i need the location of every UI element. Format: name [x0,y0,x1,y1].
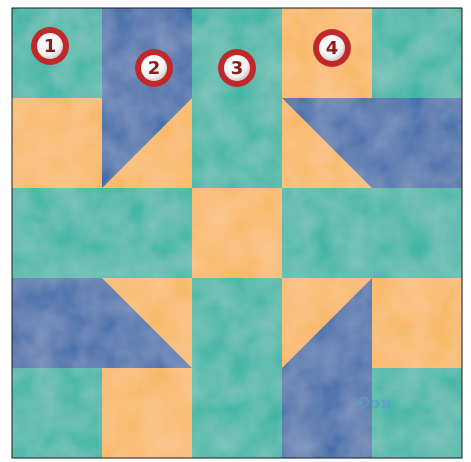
quilt-cell-teal [192,278,282,368]
quilt-cell-blue [372,98,462,188]
quilt-logo-icon: ©ᴐᴚ [356,394,392,412]
quilt-cell-teal [192,368,282,458]
quilt-cell-blue [12,278,102,368]
quilt-cell-teal [192,98,282,188]
quilt-cell-orange [192,188,282,278]
marker-label: 3 [231,58,244,79]
quilt-cell-teal [372,368,462,458]
quilt-cell-teal [102,188,192,278]
quilt-cell-orange [102,368,192,458]
quilt-cell-orange [372,278,462,368]
quilt-cell-teal [12,188,102,278]
quilt-cell-blue [282,368,372,458]
marker-badge-2: 2 [135,49,173,87]
quilt-cell-teal [372,8,462,98]
marker-label: 1 [44,36,57,57]
quilt-cell-teal [282,188,372,278]
marker-label: 2 [148,58,161,79]
quilt-cell-teal [12,368,102,458]
marker-badge-1: 1 [31,27,69,65]
marker-badge-3: 3 [218,49,256,87]
marker-label: 4 [326,38,339,59]
quilt-cell-teal [372,188,462,278]
logo-text: ©ᴐᴚ [356,394,392,412]
marker-badge-4: 4 [313,29,351,67]
quilt-cell-orange [12,98,102,188]
